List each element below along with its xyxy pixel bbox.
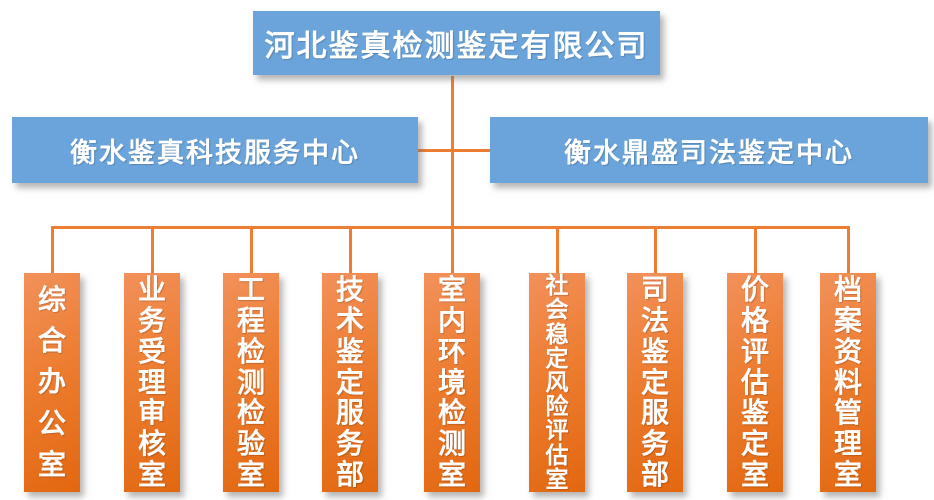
department-name-char: 公: [37, 407, 66, 439]
department-name-char: 理: [833, 428, 862, 460]
department-name-char: 检: [236, 335, 265, 367]
department-name-char: 室: [37, 448, 66, 480]
connector-root-vertical: [450, 76, 454, 273]
department-name-char: 稳: [545, 320, 569, 347]
org-node-center-left: 衡水鉴真科技服务中心: [12, 117, 418, 183]
department-name-char: 部: [335, 459, 364, 491]
department-name-char: 价: [740, 273, 769, 305]
department-name-char: 室: [236, 459, 265, 491]
department-name-char: 评: [740, 335, 769, 367]
department-name-char: 料: [833, 366, 862, 398]
connector-departments-bus: [50, 226, 850, 229]
department-name-char: 风: [545, 368, 569, 395]
center-left-name: 衡水鉴真科技服务中心: [70, 137, 360, 168]
department-name-char: 社: [545, 272, 569, 299]
department-name-char: 部: [640, 459, 669, 491]
department-name-char: 业: [137, 273, 166, 305]
department-name-char: 综: [37, 284, 66, 316]
department-name-char: 室: [437, 273, 466, 305]
org-node-center-right: 衡水鼎盛司法鉴定中心: [490, 117, 928, 183]
department-name-char: 测: [437, 428, 466, 460]
department-name-char: 审: [137, 397, 166, 429]
department-name-char: 测: [236, 366, 265, 398]
department-name-char: 核: [137, 428, 166, 460]
department-name-char: 估: [545, 441, 569, 468]
department-name-char: 鉴: [640, 335, 669, 367]
department-name-char: 定: [335, 366, 364, 398]
org-node-department: 价格评估鉴定室: [727, 273, 783, 492]
department-name-char: 受: [137, 335, 166, 367]
department-name-char: 定: [640, 366, 669, 398]
department-name-char: 验: [236, 428, 265, 460]
org-node-department: 业务受理审核室: [124, 273, 180, 492]
department-name-char: 务: [335, 428, 364, 460]
org-node-department: 司法鉴定服务部: [627, 273, 683, 492]
department-name-char: 内: [437, 304, 466, 336]
org-node-department: 档案资料管理室: [820, 273, 876, 492]
org-node-company: 河北鉴真检测鉴定有限公司: [253, 11, 660, 75]
department-name-char: 境: [437, 366, 466, 398]
department-name-char: 程: [236, 304, 265, 336]
department-name-char: 室: [740, 459, 769, 491]
department-name-char: 术: [335, 304, 364, 336]
department-name-char: 环: [437, 335, 466, 367]
company-name: 河北鉴真检测鉴定有限公司: [264, 30, 649, 63]
department-name-char: 档: [833, 273, 862, 305]
department-name-char: 室: [833, 459, 862, 491]
department-name-char: 技: [335, 273, 364, 305]
department-name-char: 合: [37, 325, 66, 357]
org-node-department: 技术鉴定服务部: [322, 273, 378, 492]
department-name-char: 检: [236, 397, 265, 429]
department-name-char: 鉴: [740, 397, 769, 429]
department-name-char: 理: [137, 366, 166, 398]
department-name-char: 险: [545, 393, 569, 420]
connector-drop: [50, 226, 54, 273]
center-right-name: 衡水鼎盛司法鉴定中心: [564, 137, 854, 168]
connector-drop: [348, 226, 352, 273]
connector-drop: [450, 226, 454, 273]
department-name-char: 办: [37, 366, 66, 398]
org-node-department: 室内环境检测室: [424, 273, 480, 492]
department-name-char: 格: [740, 304, 769, 336]
connector-drop: [249, 226, 253, 273]
department-name-char: 管: [833, 397, 862, 429]
department-name-char: 务: [137, 304, 166, 336]
connector-centers-horizontal: [418, 149, 490, 152]
department-name-char: 估: [740, 366, 769, 398]
department-name-char: 室: [437, 459, 466, 491]
org-node-department: 综合办公室: [24, 273, 80, 492]
department-name-char: 服: [335, 397, 364, 429]
department-name-char: 评: [545, 417, 569, 444]
department-name-char: 室: [545, 465, 569, 492]
department-name-char: 鉴: [335, 335, 364, 367]
connector-drop: [150, 226, 154, 273]
department-name-char: 服: [640, 397, 669, 429]
connector-drop: [555, 226, 559, 273]
department-name-char: 工: [236, 273, 265, 305]
department-name-char: 会: [545, 296, 569, 323]
department-name-char: 室: [137, 459, 166, 491]
department-name-char: 定: [740, 428, 769, 460]
department-name-char: 资: [833, 335, 862, 367]
connector-drop: [653, 226, 657, 273]
department-name-char: 案: [833, 304, 862, 336]
department-name-char: 司: [640, 273, 669, 305]
department-name-char: 法: [640, 304, 669, 336]
department-name-char: 务: [640, 428, 669, 460]
connector-drop: [846, 226, 850, 273]
department-name-char: 定: [545, 344, 569, 371]
connector-drop: [753, 226, 757, 273]
org-node-department: 社会稳定风险评估室: [529, 273, 585, 492]
department-name-char: 检: [437, 397, 466, 429]
org-node-department: 工程检测检验室: [223, 273, 279, 492]
